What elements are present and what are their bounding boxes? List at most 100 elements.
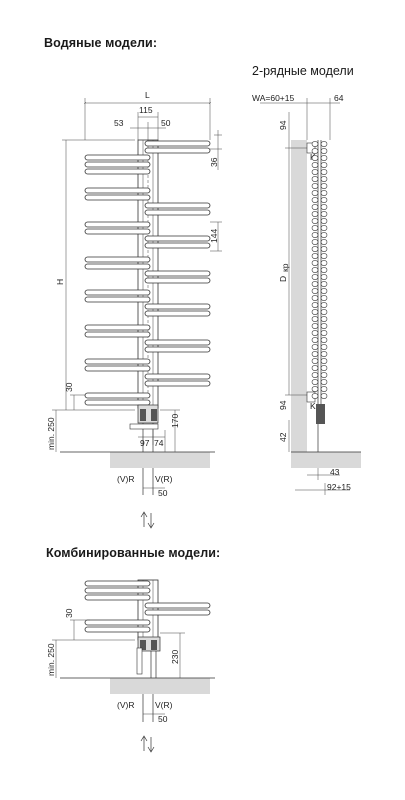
side-tube-section <box>312 344 318 349</box>
side-tube-section <box>321 274 327 279</box>
side-tube-section <box>321 267 327 272</box>
side-tube-section <box>312 141 318 146</box>
dim-L: L <box>145 90 150 100</box>
dim-97: 97 <box>140 438 150 448</box>
dim-36: 36 <box>209 157 219 167</box>
combined-tubes <box>85 581 210 632</box>
side-tube-section <box>321 358 327 363</box>
side-tube-rows <box>312 141 327 398</box>
side-tube-section <box>312 176 318 181</box>
side-tube-section <box>321 190 327 195</box>
side-tube-section <box>312 351 318 356</box>
side-tube-section <box>321 316 327 321</box>
side-tube-section <box>312 302 318 307</box>
combined-dim-30: 30 <box>64 608 74 618</box>
dim-D: D <box>278 276 288 282</box>
label-K-bottom: K <box>310 401 316 411</box>
side-tube-section <box>312 225 318 230</box>
side-tube-section <box>321 155 327 160</box>
dim-H: H <box>55 279 65 285</box>
side-tube-section <box>312 204 318 209</box>
combined-floor <box>110 678 210 694</box>
dim-WA: WA=60+15 <box>252 93 294 103</box>
side-tube-section <box>321 302 327 307</box>
side-tube-section <box>312 253 318 258</box>
side-tube-section <box>321 225 327 230</box>
side-floor <box>291 452 361 468</box>
dim-92: 92+15 <box>327 482 351 492</box>
side-tube-section <box>312 190 318 195</box>
side-tube-section <box>321 351 327 356</box>
side-tube-section <box>321 232 327 237</box>
side-tube-section <box>321 148 327 153</box>
side-tube-section <box>312 183 318 188</box>
side-tube-section <box>321 323 327 328</box>
side-tube-section <box>312 386 318 391</box>
dim-min250: min. 250 <box>46 417 56 450</box>
side-tube-section <box>321 239 327 244</box>
combined-flow-arrows-icon <box>141 736 154 752</box>
side-tube-section <box>312 239 318 244</box>
flow-arrows-icon <box>141 512 154 528</box>
dim-94-top: 94 <box>278 120 288 130</box>
heating-element <box>137 648 142 674</box>
side-tube-section <box>321 176 327 181</box>
side-tube-section <box>321 246 327 251</box>
side-tube-section <box>312 197 318 202</box>
side-tube-section <box>321 204 327 209</box>
side-tube-section <box>312 295 318 300</box>
side-tube-section <box>312 281 318 286</box>
side-tube-section <box>312 393 318 398</box>
side-tube-section <box>321 162 327 167</box>
combined-label-VR-left: (V)R <box>117 700 134 710</box>
side-tube-section <box>312 323 318 328</box>
side-tube-section <box>312 330 318 335</box>
floor-slab <box>110 452 210 468</box>
side-tube-section <box>312 162 318 167</box>
side-tube-section <box>312 218 318 223</box>
combined-dim-50: 50 <box>158 714 168 724</box>
dim-42: 42 <box>278 432 288 442</box>
side-tube-section <box>321 218 327 223</box>
label-VR-right: V(R) <box>155 474 173 484</box>
wall <box>291 140 307 468</box>
side-tube-section <box>321 260 327 265</box>
dim-74: 74 <box>154 438 164 448</box>
side-tube-section <box>312 211 318 216</box>
side-tube-section <box>312 169 318 174</box>
front-view: L 115 53 50 H 30 min. 250 36 144 <box>46 90 222 528</box>
side-tube-section <box>321 337 327 342</box>
side-tube-section <box>321 372 327 377</box>
side-view: WA=60+15 64 94 D кр 94 42 K K 43 <box>252 93 361 495</box>
dim-D-sub: кр <box>280 263 290 272</box>
combined-label-VR-right: V(R) <box>155 700 173 710</box>
side-tube-section <box>321 295 327 300</box>
side-tube-section <box>321 379 327 384</box>
side-tube-section <box>321 211 327 216</box>
dim-64: 64 <box>334 93 344 103</box>
side-tube-section <box>321 309 327 314</box>
dim-144: 144 <box>209 229 219 243</box>
dim-115: 115 <box>139 105 153 115</box>
side-tube-section <box>312 260 318 265</box>
side-tube-section <box>321 393 327 398</box>
side-tube-section <box>312 337 318 342</box>
dim-50-bottom: 50 <box>158 488 168 498</box>
side-tube-section <box>321 169 327 174</box>
dim-50-top: 50 <box>161 118 171 128</box>
dim-43: 43 <box>330 467 340 477</box>
side-tube-section <box>312 365 318 370</box>
dim-30: 30 <box>64 382 74 392</box>
side-tube-section <box>321 183 327 188</box>
side-tube-section <box>312 288 318 293</box>
side-tube-section <box>321 344 327 349</box>
combined-dim-230: 230 <box>170 650 180 664</box>
side-tube-section <box>321 330 327 335</box>
combined-view: 30 min. 250 230 (V)R V(R) 50 <box>46 580 215 752</box>
side-tube-section <box>312 232 318 237</box>
combined-dim-min250: min. 250 <box>46 643 56 676</box>
side-tube-section <box>312 309 318 314</box>
side-tube-section <box>312 267 318 272</box>
side-tube-section <box>321 288 327 293</box>
